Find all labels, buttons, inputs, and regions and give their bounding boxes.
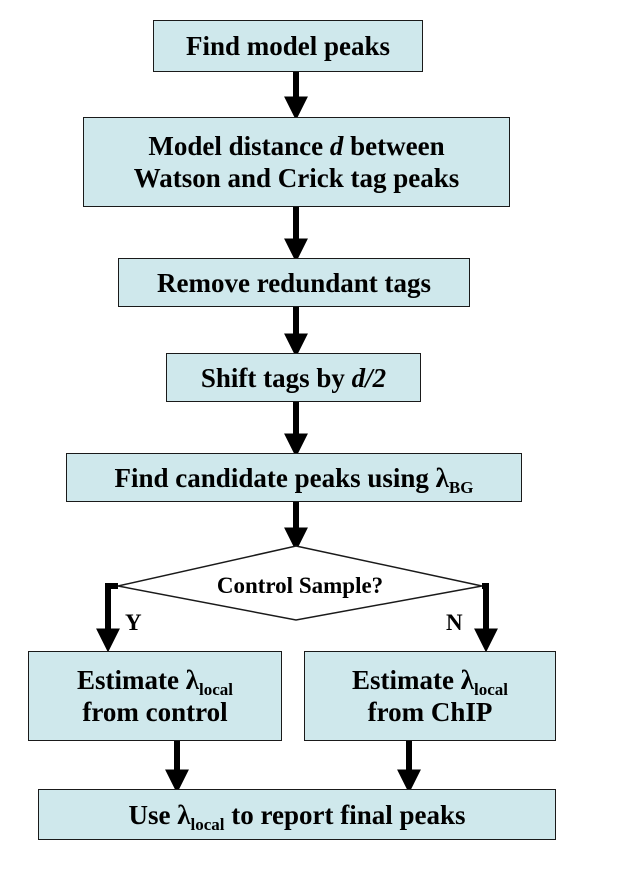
- step-estimate-chip-text: Estimate λlocal from ChIP: [352, 665, 508, 727]
- step-final-peaks: Use λlocal to report final peaks: [38, 789, 556, 840]
- branch-no-label: N: [446, 610, 463, 635]
- step-find-model-peaks: Find model peaks: [153, 20, 423, 72]
- step-find-candidate-label: Find candidate peaks using λBG: [114, 462, 474, 497]
- variable-d-half: d/2: [351, 362, 387, 393]
- decision-diamond: [117, 545, 483, 621]
- step-remove-redundant-label: Remove redundant tags: [156, 267, 431, 298]
- decision-label: Control Sample?: [216, 573, 384, 598]
- lambda-symbol: λ: [177, 799, 191, 830]
- step-estimate-control: Estimate λlocal from control: [28, 651, 282, 741]
- branch-yes-label: Y: [125, 610, 142, 635]
- step-final-peaks-label: Use λlocal to report final peaks: [128, 799, 466, 834]
- step-estimate-chip: Estimate λlocal from ChIP: [304, 651, 556, 741]
- lambda-symbol: λ: [185, 665, 199, 695]
- step-model-distance: Model distance d between Watson and Cric…: [83, 117, 510, 207]
- variable-d: d: [329, 131, 344, 161]
- arrow-yes: [96, 583, 120, 653]
- arrow-no: [474, 583, 498, 653]
- step-model-distance-text: Model distance d between Watson and Cric…: [133, 131, 460, 193]
- step-shift-tags: Shift tags by d/2: [166, 353, 421, 402]
- step-shift-tags-label: Shift tags by d/2: [200, 362, 387, 393]
- step-find-candidate: Find candidate peaks using λBG: [66, 453, 522, 502]
- step-estimate-control-text: Estimate λlocal from control: [77, 665, 233, 727]
- step-find-model-peaks-label: Find model peaks: [185, 31, 391, 61]
- lambda-symbol: λ: [460, 665, 474, 695]
- lambda-symbol: λ: [435, 462, 449, 493]
- step-remove-redundant: Remove redundant tags: [118, 258, 470, 307]
